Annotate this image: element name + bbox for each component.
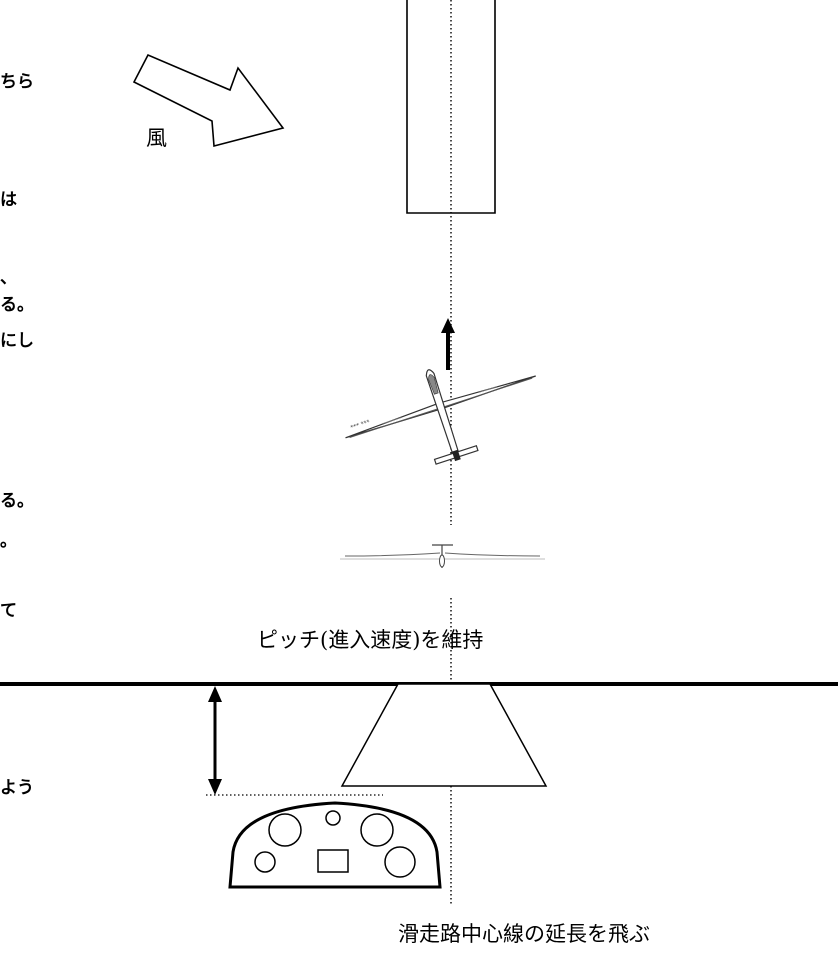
glider-rear-view-icon <box>340 544 545 568</box>
glider-icon: *** *** <box>345 369 536 465</box>
runway-perspective-icon <box>340 683 548 787</box>
left-text-fragment-2: は <box>0 190 17 210</box>
left-text-fragment-3: 、 <box>0 268 17 288</box>
wind-label: 風 <box>146 126 167 150</box>
centerline-label: 滑走路中心線の延長を飛ぶ <box>398 922 650 946</box>
direction-arrow-icon <box>441 318 455 370</box>
wind-arrow-icon <box>132 53 285 148</box>
instrument-panel-icon <box>228 801 442 889</box>
pitch-label: ピッチ(進入速度)を維持 <box>257 628 484 652</box>
left-text-fragment-7: 。 <box>0 531 17 551</box>
left-text-fragment-1: ちら <box>0 72 34 92</box>
pitch-gap-arrow-icon <box>208 686 222 795</box>
left-text-fragment-8: て <box>0 601 17 621</box>
left-text-fragment-4: る。 <box>0 295 34 315</box>
left-text-fragment-9: よう <box>0 778 34 798</box>
left-text-fragment-6: る。 <box>0 491 34 511</box>
left-text-fragment-5: にし <box>0 331 34 351</box>
